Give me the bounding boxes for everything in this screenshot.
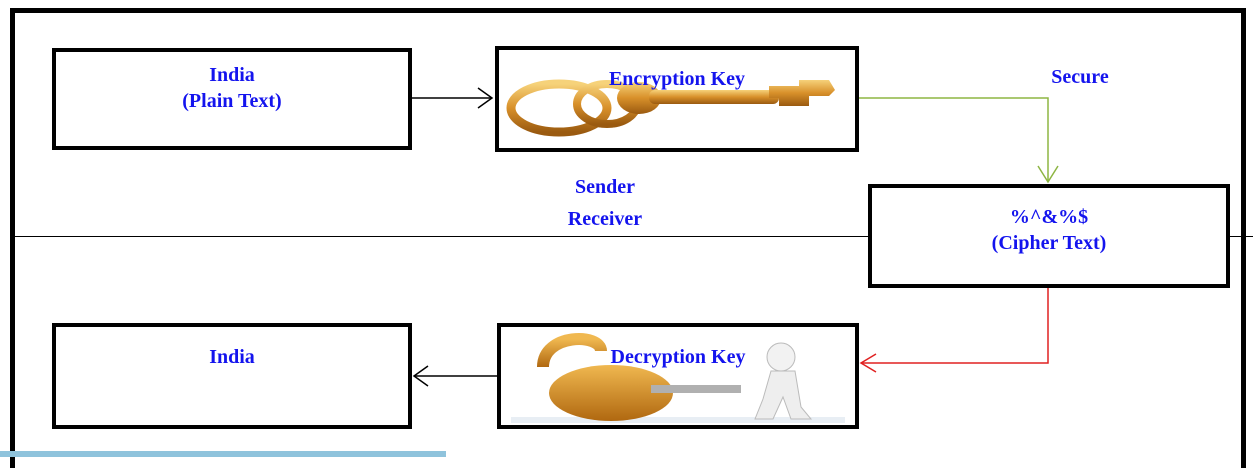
return-wire [861, 288, 1049, 364]
decrypted-output-label: India [209, 346, 255, 368]
arrowhead-encryption [477, 87, 494, 109]
cipher-text-label: %^&%$ (Cipher Text) [868, 204, 1230, 256]
sender-label: Sender [575, 176, 635, 198]
golden-key-icon [506, 79, 835, 137]
cipher-text-box [868, 184, 1230, 288]
decrypted-output-box [52, 323, 412, 429]
arrowhead-cipher [1037, 165, 1059, 184]
connector-layer [412, 87, 1059, 387]
sender-receiver-divider [10, 236, 1253, 237]
padlock-figure-icon [511, 333, 845, 423]
secure-wire [859, 97, 1049, 182]
plain-text-label: India (Plain Text) [52, 62, 412, 114]
decryption-key-label: Decryption Key [610, 346, 746, 368]
decryption-key-box [497, 323, 859, 429]
bottom-accent-bar [0, 451, 446, 457]
encryption-key-box [495, 46, 859, 152]
plain-text-line2: (Plain Text) [182, 90, 282, 112]
arrowhead-output [412, 365, 429, 387]
receiver-label: Receiver [567, 208, 643, 230]
outer-frame [10, 8, 1246, 468]
encryption-key-label: Encryption Key [608, 68, 746, 90]
cipher-text-line1: %^&%$ [1009, 206, 1089, 228]
plain-text-line1: India [209, 64, 255, 86]
cipher-text-line2: (Cipher Text) [991, 232, 1107, 254]
arrowhead-decryption [859, 353, 877, 373]
plain-text-box [52, 48, 412, 150]
secure-label: Secure [1051, 66, 1109, 88]
